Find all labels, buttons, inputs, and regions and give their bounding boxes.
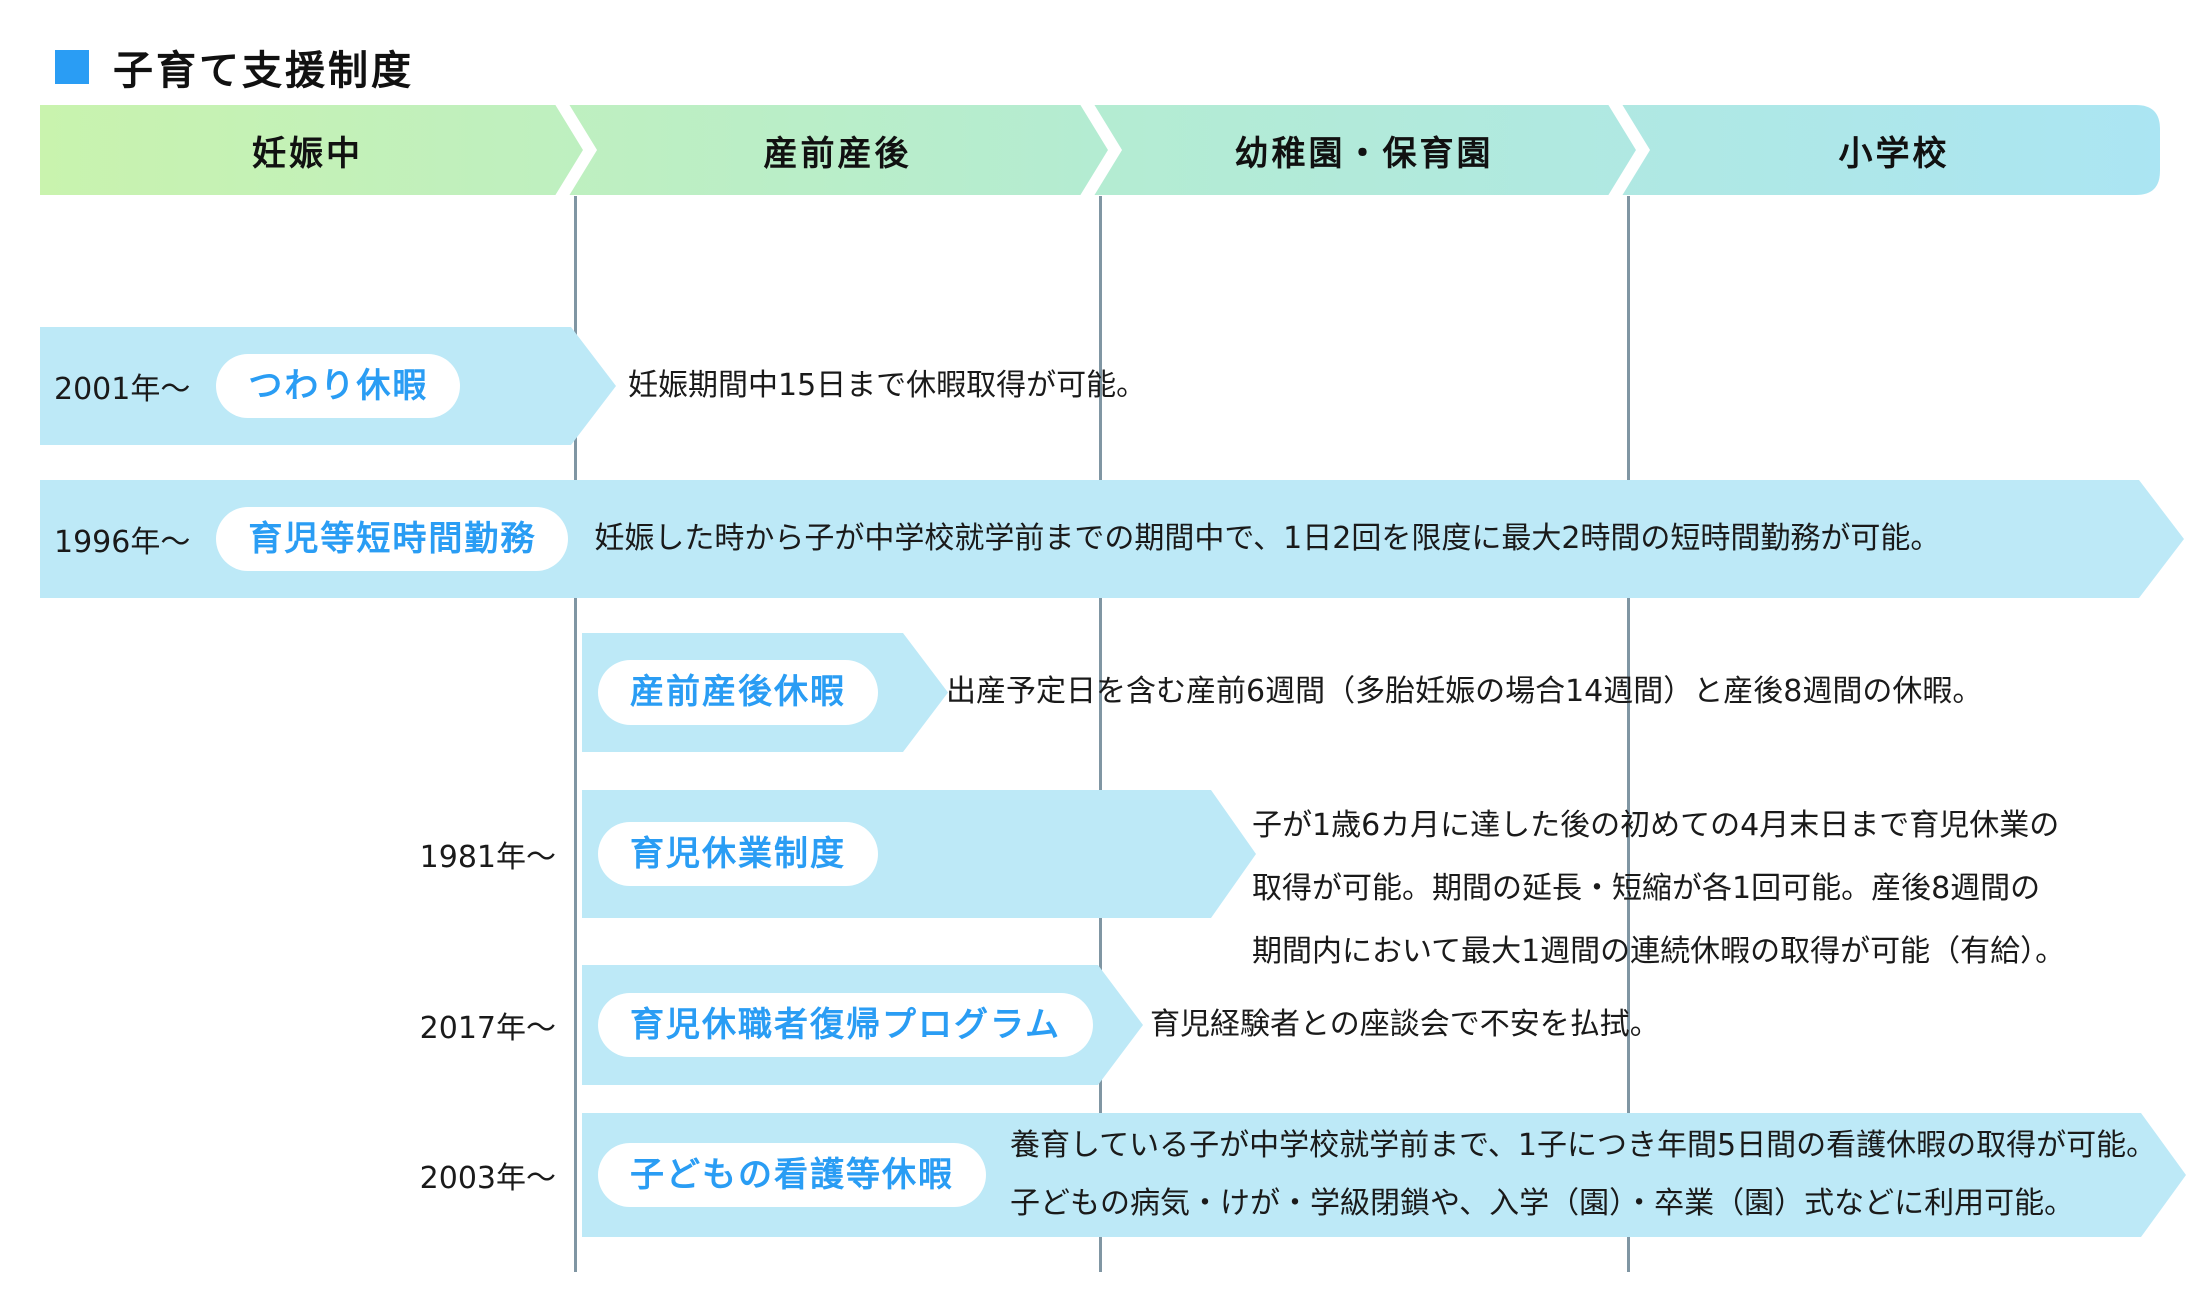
policy-description: 出産予定日を含む産前6週間（多胎妊娠の場合14週間）と産後8週間の休暇。 bbox=[946, 674, 1983, 710]
phase-label-pregnancy: 妊娠中 bbox=[252, 133, 363, 174]
policy-description: 育児経験者との座談会で不安を払拭。 bbox=[1150, 1006, 1660, 1042]
policy-description: 妊娠した時から子が中学校就学前までの期間中で、1日2回を限度に最大2時間の短時間… bbox=[594, 521, 1941, 556]
year-label: 2017年〜 bbox=[419, 1011, 556, 1046]
policy-pill: 育児等短時間勤務 bbox=[216, 507, 568, 572]
page-title: 子育て支援制度 bbox=[113, 48, 414, 94]
policy-pill: 育児休業制度 bbox=[598, 822, 878, 887]
policy-description: 養育している子が中学校就学前まで、1子につき年間5日間の看護休暇の取得が可能。 … bbox=[1010, 1128, 2157, 1221]
policy-pill: 子どもの看護等休暇 bbox=[598, 1143, 986, 1208]
policy-pill: 育児休職者復帰プログラム bbox=[598, 993, 1093, 1058]
timeline-bar-maternity-leave: 産前産後休暇 bbox=[582, 633, 948, 752]
year-label: 1996年〜 bbox=[54, 525, 191, 560]
year-label: 1981年〜 bbox=[419, 840, 556, 875]
timeline-bar-child-nursing-leave: 子どもの看護等休暇 養育している子が中学校就学前まで、1子につき年間5日間の看護… bbox=[582, 1113, 2186, 1237]
phase-label-elementary: 小学校 bbox=[1838, 133, 1950, 174]
policy-description: 妊娠期間中15日まで休暇取得が可能。 bbox=[628, 367, 1147, 403]
page-title-row: 子育て支援制度 bbox=[55, 38, 414, 96]
timeline-bar-return-to-work-program: 育児休職者復帰プログラム bbox=[582, 965, 1143, 1085]
year-label: 2003年〜 bbox=[419, 1161, 556, 1196]
phase-header-band bbox=[40, 105, 2160, 195]
column-guide-line-2 bbox=[1099, 196, 1102, 1272]
phase-label-prenatal-postnatal: 産前産後 bbox=[763, 133, 912, 174]
column-guide-line-1 bbox=[574, 196, 577, 1272]
title-bullet-square-icon bbox=[55, 50, 89, 84]
policy-pill: つわり休暇 bbox=[216, 354, 460, 419]
timeline-bar-childcare-leave: 育児休業制度 bbox=[582, 790, 1256, 918]
timeline-bar-shortened-work-hours: 1996年〜 育児等短時間勤務 妊娠した時から子が中学校就学前までの期間中で、1… bbox=[40, 480, 2184, 598]
column-guide-line-3 bbox=[1627, 196, 1630, 1272]
phase-label-kindergarten: 幼稚園・保育園 bbox=[1234, 133, 1494, 174]
policy-description: 子が1歳6カ月に達した後の初めての4月末日まで育児休業の 取得が可能。期間の延長… bbox=[1252, 808, 2066, 969]
timeline-bar-morning-sickness-leave: 2001年〜 つわり休暇 bbox=[40, 327, 616, 445]
policy-pill: 産前産後休暇 bbox=[598, 660, 878, 725]
year-label: 2001年〜 bbox=[54, 372, 191, 407]
